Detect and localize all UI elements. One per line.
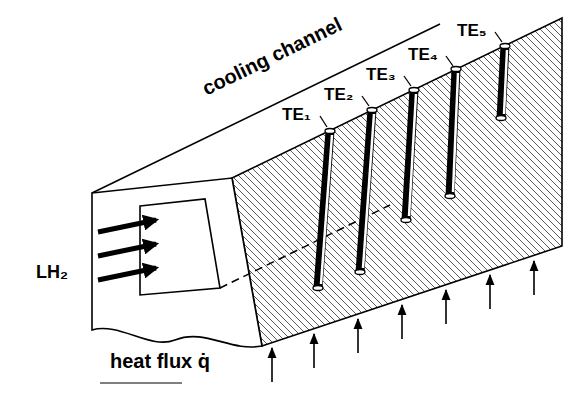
flow-arrow xyxy=(98,220,156,280)
heat-flux-label-text: heat flux q̇ xyxy=(110,350,210,372)
thermocouple-label: TE₄ xyxy=(408,45,438,65)
thermocouple-probe xyxy=(496,44,510,121)
hatched-wall-face xyxy=(232,18,562,346)
thermocouple-probe xyxy=(313,129,335,291)
thermocouple-label: TE₃ xyxy=(366,65,396,85)
thermocouple-label-text: TE₂ xyxy=(324,85,353,104)
thermocouple-probe xyxy=(445,67,461,199)
heat-flux-arrow xyxy=(272,261,534,382)
thermocouple-probe xyxy=(401,88,419,223)
thermocouple-label: TE₁ xyxy=(282,105,311,125)
fluid-label-text: LH₂ xyxy=(36,262,68,282)
fluid-label: LH₂ xyxy=(36,262,68,283)
thermocouple-label-text: TE₄ xyxy=(408,45,438,64)
thermocouple-label-text: TE₅ xyxy=(457,21,487,40)
thermocouple-label: TE₂ xyxy=(324,85,353,105)
thermocouple-probe xyxy=(355,108,377,275)
thermocouple-label-text: TE₁ xyxy=(282,105,311,124)
channel-label-text: cooling channel xyxy=(199,12,345,99)
stray-rule xyxy=(100,383,182,384)
thermocouple-label-text: TE₃ xyxy=(366,65,396,84)
front-end-face xyxy=(92,178,262,347)
leader-line xyxy=(320,32,502,127)
heat-flux-label: heat flux q̇ xyxy=(110,350,210,373)
channel-label: cooling channel xyxy=(199,12,346,99)
thermocouple-label: TE₅ xyxy=(457,21,487,41)
